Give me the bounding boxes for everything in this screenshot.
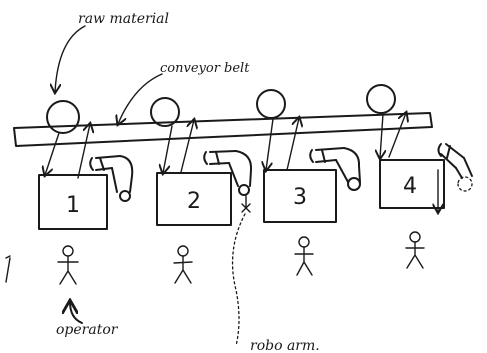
conveyor-belt-leader: [118, 74, 162, 124]
raw-material-label: raw material: [78, 11, 169, 27]
conveyor-belt: [14, 113, 432, 146]
station-4: 4: [380, 160, 444, 208]
operator-figure-3: [295, 237, 313, 275]
operator-figure-2: [174, 246, 192, 283]
operator-label: operator: [56, 322, 119, 338]
robo-arm-leader: [233, 214, 245, 346]
station-number: 2: [187, 189, 201, 214]
station-number: 1: [66, 193, 80, 218]
station-3: 3: [264, 170, 336, 222]
robo-arm-label: robo arm.: [250, 338, 320, 353]
station-number: 4: [403, 174, 417, 199]
gripper-icon: [242, 196, 250, 212]
raw-material-item: [257, 90, 285, 118]
raw-material-item: [367, 85, 395, 113]
operator-leader: [70, 302, 82, 323]
raw-material-leader: [55, 26, 85, 92]
station-2: 2: [157, 173, 231, 225]
robo-arm-1: [90, 156, 132, 201]
raw-material-item: [47, 101, 79, 133]
pen-stroke: [6, 256, 10, 282]
operator-figure-1: [58, 246, 78, 284]
conveyor-belt-label: conveyor belt: [160, 61, 250, 76]
station-1: 1: [39, 175, 107, 229]
station-number: 3: [293, 185, 307, 210]
operator-figure-4: [406, 232, 424, 268]
